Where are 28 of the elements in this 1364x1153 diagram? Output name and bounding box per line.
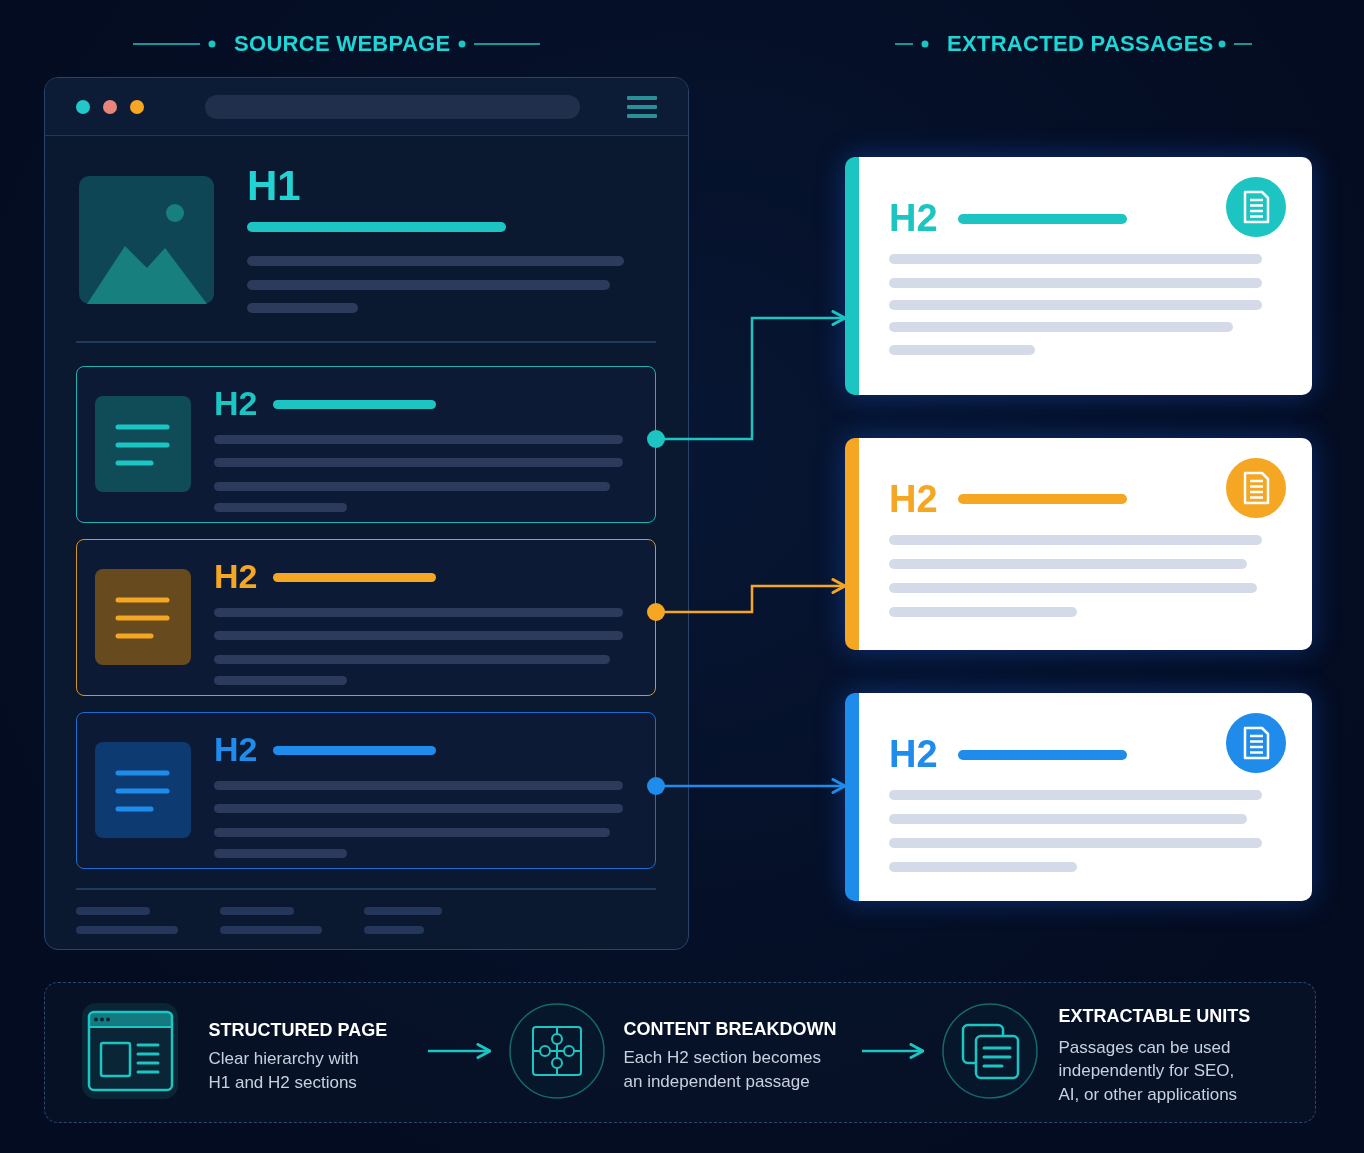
page-heading: H1 (247, 165, 301, 207)
step-description: Each H2 section becomes an independent passage (623, 1046, 822, 1093)
section-heading: H2 (214, 559, 258, 593)
step-heading: STRUCTURED PAGE (208, 1020, 388, 1039)
passage-card (845, 693, 1312, 901)
section-heading: H2 (214, 386, 258, 420)
arrow (647, 578, 847, 621)
section-box (76, 366, 656, 523)
section-title: SOURCE WEBPAGE (234, 33, 451, 55)
step-heading: EXTRACTABLE UNITS (1058, 1006, 1251, 1025)
step-description: Clear hierarchy with H1 and H2 sections (208, 1047, 360, 1094)
section-box (76, 712, 656, 869)
section-box (76, 539, 656, 696)
section-title: EXTRACTED PASSAGES (947, 33, 1214, 55)
passage-card (845, 157, 1312, 395)
arrow (862, 1043, 925, 1059)
passage-heading: H2 (889, 480, 938, 518)
arrow (428, 1043, 492, 1059)
step-heading: CONTENT BREAKDOWN (623, 1019, 837, 1038)
browser-window (44, 77, 689, 950)
step-description: Passages can be used independently for SEO, AI, or other applications (1058, 1036, 1239, 1106)
section-heading: H2 (214, 732, 258, 766)
arrow (647, 777, 847, 795)
arrow (647, 310, 847, 448)
passage-heading: H2 (889, 735, 938, 773)
dashed-panel (44, 982, 1316, 1123)
passage-card (845, 438, 1312, 650)
passage-heading: H2 (889, 199, 938, 237)
